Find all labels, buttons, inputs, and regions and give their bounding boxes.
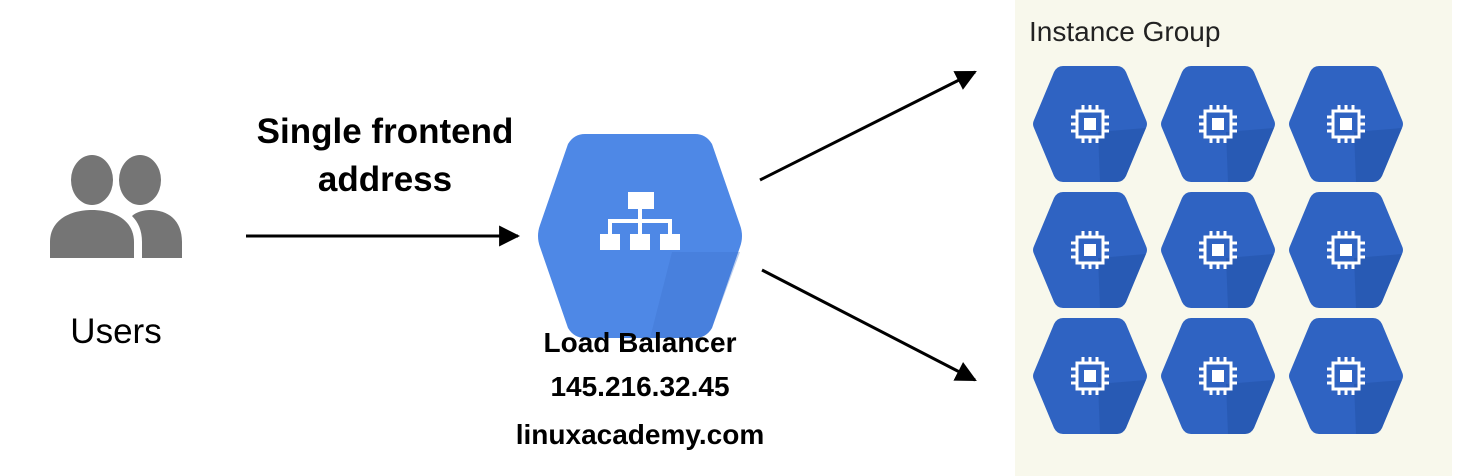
instance-vm-9: [1289, 318, 1403, 434]
frontend-address-label: Single frontend address: [256, 112, 514, 199]
cpu-chip-icon: [1327, 357, 1365, 395]
cpu-chip-icon: [1199, 105, 1237, 143]
instance-vm-2: [1161, 66, 1275, 182]
load-balancer-hostname: linuxacademy.com: [515, 419, 765, 450]
instance-vm-5: [1161, 192, 1275, 308]
cpu-chip-icon: [1327, 105, 1365, 143]
cpu-chip-icon: [1071, 105, 1109, 143]
instance-vm-3: [1289, 66, 1403, 182]
cpu-chip-icon: [1071, 231, 1109, 269]
load-balancer-ip: 145.216.32.45: [550, 371, 730, 402]
instance-group-box: Instance Group: [1015, 0, 1452, 476]
instance-vm-8: [1161, 318, 1275, 434]
load-balancer-icon: [538, 134, 742, 338]
lb-to-group-arrow-upper: [759, 70, 977, 182]
users-label: Users: [70, 312, 162, 351]
instance-group-title: Instance Group: [1029, 16, 1221, 47]
instance-vm-4: [1033, 192, 1147, 308]
cpu-chip-icon: [1327, 231, 1365, 269]
instance-grid: [1033, 66, 1403, 434]
cpu-chip-icon: [1199, 231, 1237, 269]
lb-to-group-arrow-lower: [761, 268, 977, 382]
users-icon: [50, 155, 182, 258]
load-balancer-name: Load Balancer: [543, 327, 737, 358]
instance-vm-1: [1033, 66, 1147, 182]
cpu-chip-icon: [1199, 357, 1237, 395]
instance-vm-6: [1289, 192, 1403, 308]
cpu-chip-icon: [1071, 357, 1109, 395]
instance-vm-7: [1033, 318, 1147, 434]
